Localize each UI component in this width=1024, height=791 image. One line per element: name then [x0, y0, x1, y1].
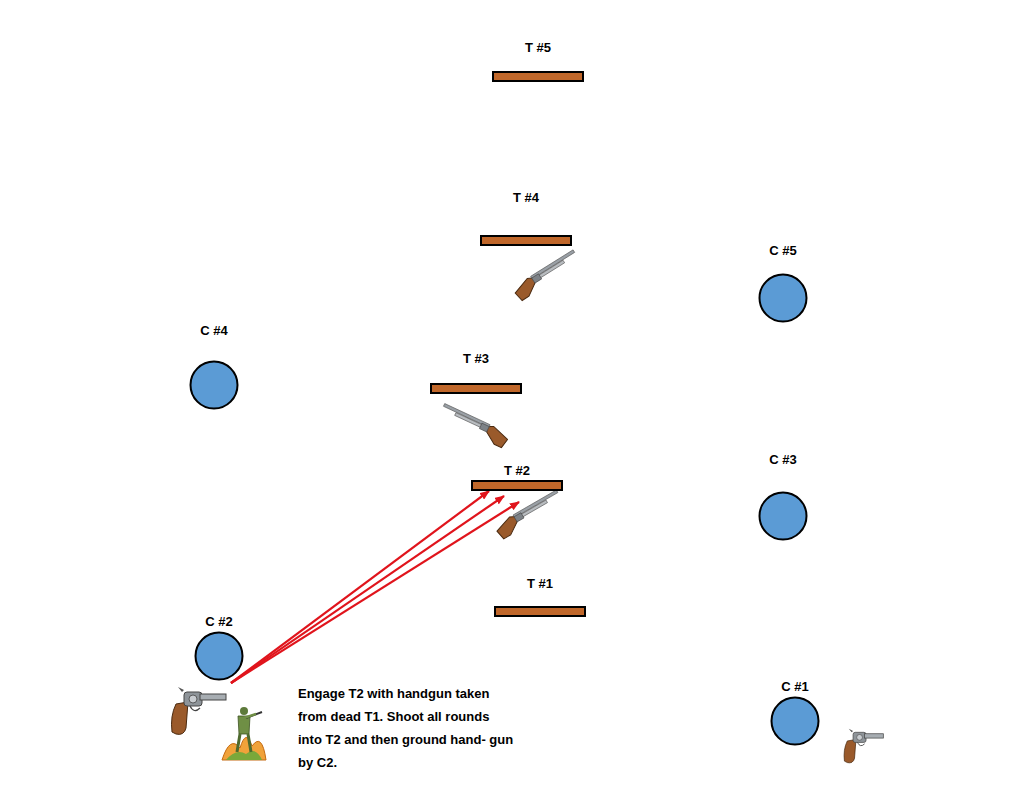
target-bar: [480, 235, 572, 246]
station-label: C #5: [769, 243, 796, 258]
station-label: C #3: [769, 452, 796, 467]
target-bar: [494, 606, 586, 617]
station-label: T #5: [525, 40, 551, 55]
cone-outline: [189, 360, 239, 410]
station-label: T #1: [527, 576, 553, 591]
station-label: T #3: [463, 351, 489, 366]
station-label: C #2: [205, 614, 232, 629]
target-node: T #2: [471, 463, 563, 491]
cone-outline: [770, 696, 820, 746]
target-bar: [471, 480, 563, 491]
station-label: T #2: [504, 463, 530, 478]
cone-node: C #3: [758, 452, 808, 541]
cone-circle: [189, 360, 239, 410]
cone-node: C #5: [758, 243, 808, 323]
cone-circle: [770, 696, 820, 746]
cone-outline: [194, 631, 244, 681]
cone-outline: [758, 273, 808, 323]
cone-circle: [758, 273, 808, 323]
station-label: C #1: [781, 679, 808, 694]
target-bar: [492, 71, 584, 82]
cone-circle: [758, 491, 808, 541]
stage-instruction: Engage T2 with handgun taken from dead T…: [298, 682, 516, 774]
target-node: T #3: [430, 351, 522, 394]
station-label: C #4: [200, 323, 227, 338]
target-node: T #5: [492, 40, 584, 82]
cone-node: C #1: [770, 679, 820, 746]
target-node: T #1: [494, 576, 586, 617]
cone-node: C #4: [189, 323, 239, 410]
cone-outline: [758, 491, 808, 541]
station-label: T #4: [513, 190, 539, 205]
target-node: T #4: [480, 190, 572, 246]
cone-circle: [194, 631, 244, 681]
cone-node: C #2: [194, 614, 244, 681]
target-bar: [430, 383, 522, 394]
